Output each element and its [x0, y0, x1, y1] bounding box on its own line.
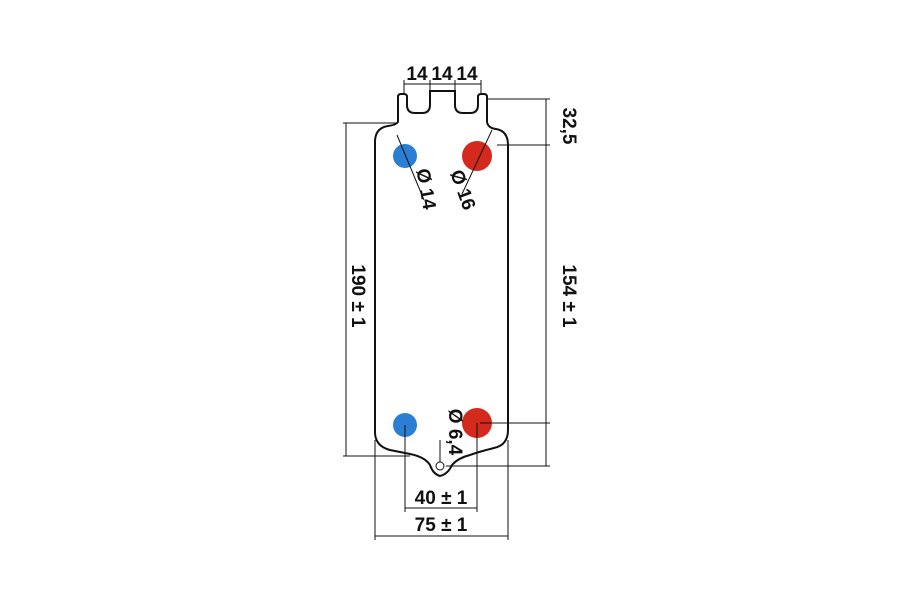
top-right-port — [462, 141, 492, 171]
port-spacing-horizontal-dimension — [404, 423, 478, 512]
plate-height-label: 190 ± 1 — [347, 264, 368, 328]
plate-outline — [374, 90, 509, 478]
tab-width-right-label: 14 — [456, 64, 478, 85]
hot-port-diameter-label: Ø 16 — [445, 167, 479, 213]
port-spacing-horizontal-label: 40 ± 1 — [415, 488, 468, 509]
tab-width-left-label: 14 — [406, 64, 428, 85]
cold-port-leader — [396, 134, 425, 201]
tab-width-middle-label: 14 — [431, 64, 453, 85]
tab-height-dimension — [487, 98, 550, 146]
cold-port-diameter-label: Ø 14 — [411, 167, 439, 212]
plate-width-dimension — [374, 440, 509, 540]
hot-port-leader — [461, 129, 493, 195]
plate-height-dimension — [343, 122, 410, 457]
plate-width-label: 75 ± 1 — [415, 515, 468, 536]
small-hole — [435, 461, 445, 471]
tab-width-dimension — [403, 80, 482, 94]
port-spacing-vertical-dimension — [446, 145, 550, 467]
tab-height-label: 32,5 — [558, 108, 579, 145]
hole-diameter-label: Ø 6,4 — [444, 409, 465, 456]
top-left-port — [393, 144, 417, 168]
port-spacing-vertical-label: 154 ± 1 — [558, 264, 579, 328]
